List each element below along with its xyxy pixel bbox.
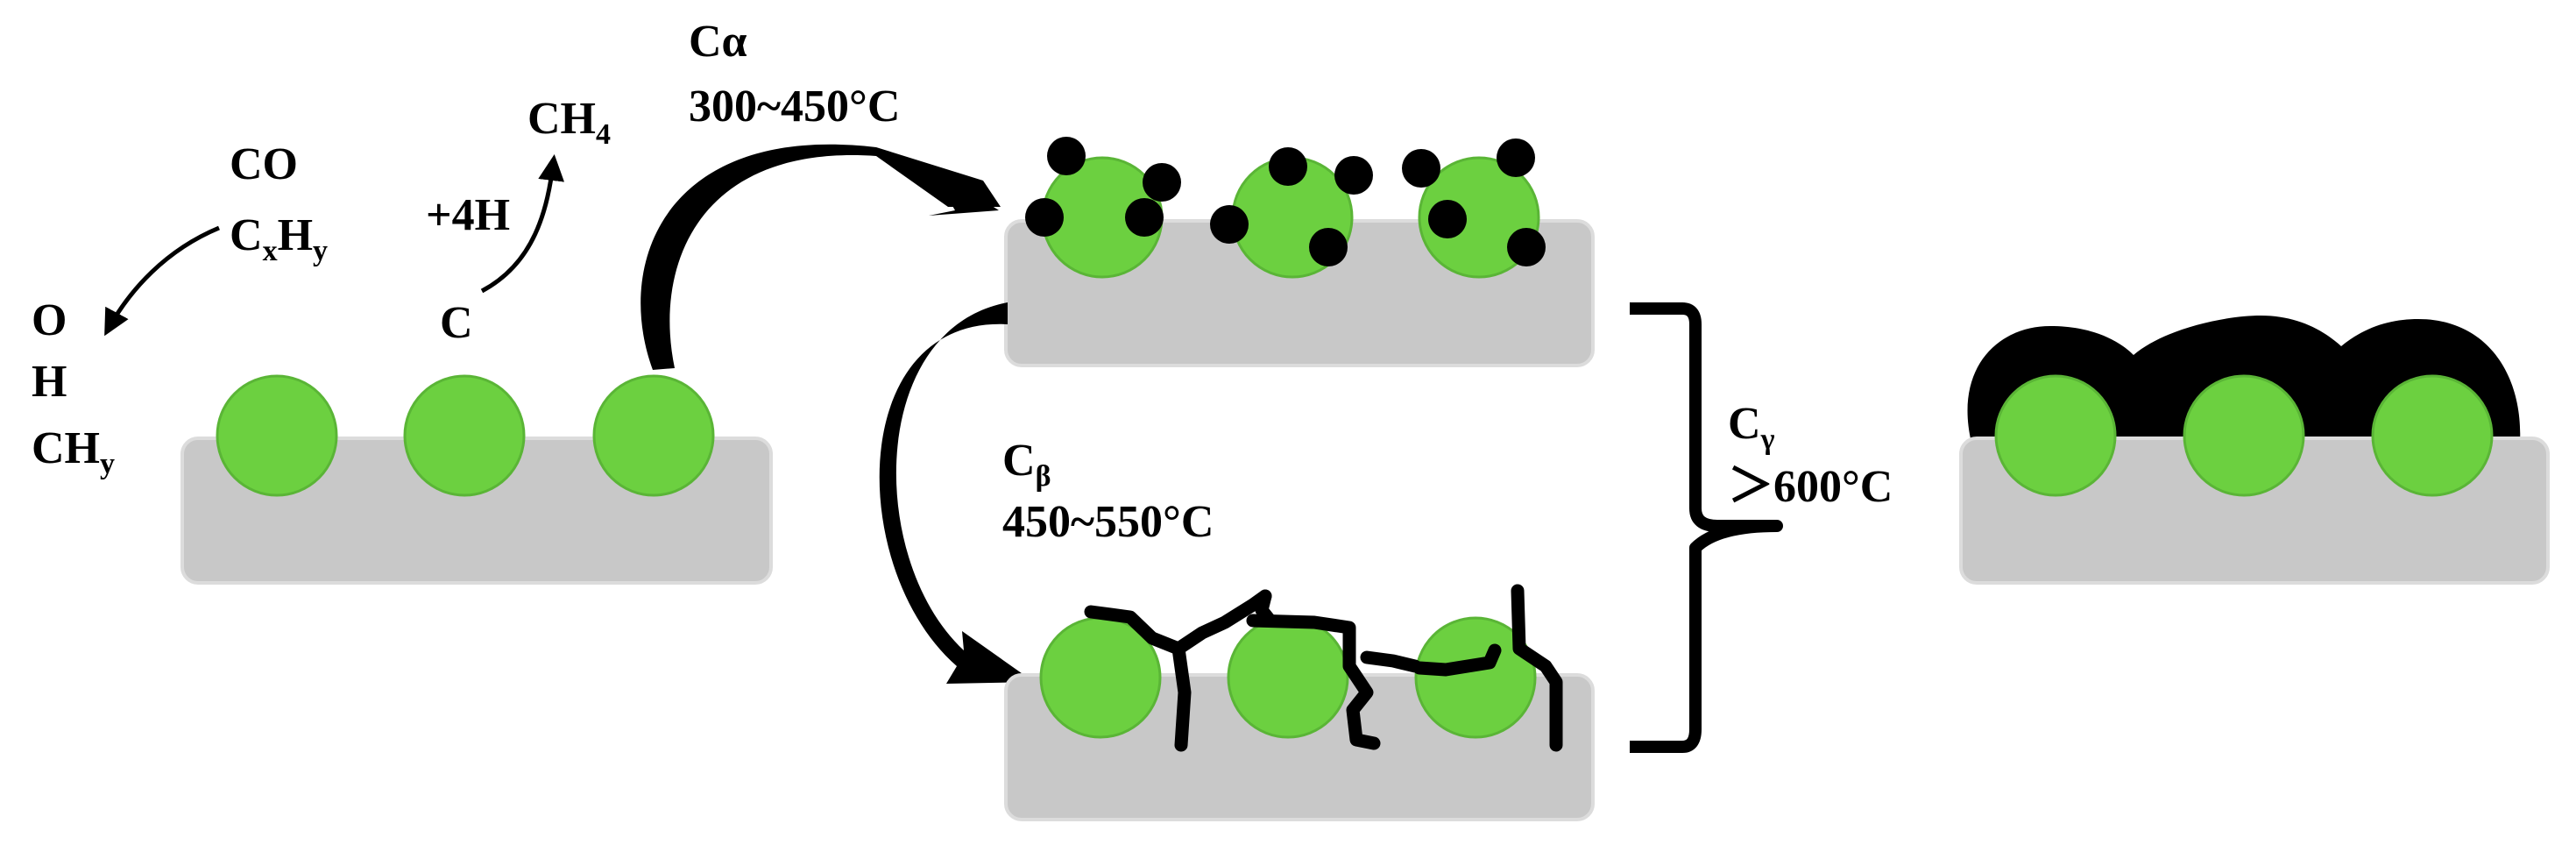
metal-particle bbox=[1227, 616, 1349, 739]
reactant-cxhy: CxHy bbox=[230, 210, 328, 267]
methane-label: CH4 bbox=[527, 94, 611, 151]
carbon-atom bbox=[1047, 137, 1086, 175]
product-h: H bbox=[32, 357, 67, 407]
metal-particle bbox=[403, 374, 526, 497]
carbon-filament bbox=[1412, 643, 1502, 677]
panel-beta-carbon bbox=[1004, 584, 1595, 821]
bracket-icon bbox=[1630, 302, 1783, 753]
metal-particle bbox=[2371, 374, 2494, 497]
metal-particle bbox=[1994, 374, 2117, 497]
carbon-atom bbox=[1025, 198, 1064, 237]
surface-carbon: C bbox=[440, 298, 473, 348]
gamma-temperature: ＞600°C bbox=[1728, 462, 1893, 512]
alpha-carbon-atoms bbox=[1025, 137, 1546, 266]
curved-arrow-icon bbox=[879, 302, 1034, 684]
beta-symbol: Cβ bbox=[1002, 436, 1051, 493]
carbon-atom bbox=[1402, 149, 1440, 188]
carbon-filament bbox=[1360, 650, 1422, 673]
carbon-atom bbox=[1210, 205, 1249, 244]
product-chy: CHy bbox=[32, 423, 115, 480]
metal-particle bbox=[592, 374, 715, 497]
arrow-icon bbox=[104, 225, 220, 337]
carbon-atom bbox=[1309, 228, 1348, 266]
carbon-filament bbox=[1084, 605, 1192, 752]
product-o: O bbox=[32, 295, 67, 345]
panel-initial-catalyst bbox=[180, 374, 773, 585]
beta-label: Cβ 450~550°C bbox=[1002, 436, 1214, 547]
alpha-temperature: 300~450°C bbox=[689, 82, 900, 131]
carbon-atom bbox=[1143, 163, 1181, 202]
alpha-symbol: Cα bbox=[689, 17, 747, 67]
beta-carbon-filaments bbox=[1084, 584, 1563, 752]
reaction-labels: CO CxHy O H CHy C +4H CH4 bbox=[32, 94, 611, 480]
carbon-atom bbox=[1334, 156, 1373, 195]
panel-gamma-carbon bbox=[1959, 316, 2550, 585]
metal-particle bbox=[216, 374, 338, 497]
beta-temperature: 450~550°C bbox=[1002, 497, 1214, 547]
carbon-atom bbox=[1507, 228, 1546, 266]
metal-particle bbox=[2183, 374, 2305, 497]
gamma-symbol: Cγ bbox=[1728, 399, 1775, 456]
alpha-label: Cα 300~450°C bbox=[689, 17, 900, 131]
carbon-atom bbox=[1497, 138, 1535, 177]
carbon-filament bbox=[1511, 584, 1563, 752]
panel-alpha-carbon bbox=[1004, 137, 1595, 367]
carbon-atom bbox=[1125, 198, 1164, 237]
gamma-label: Cγ ＞600°C bbox=[1728, 399, 1893, 512]
metal-particle bbox=[1414, 616, 1537, 739]
reactant-co: CO bbox=[230, 139, 298, 189]
carbon-atom bbox=[1269, 147, 1307, 186]
carbon-atom bbox=[1428, 200, 1467, 238]
hydrogenation-label: +4H bbox=[426, 190, 510, 240]
curved-arrow-head bbox=[929, 165, 999, 216]
arrow-icon bbox=[480, 154, 565, 294]
carbon-filament bbox=[1246, 614, 1381, 750]
